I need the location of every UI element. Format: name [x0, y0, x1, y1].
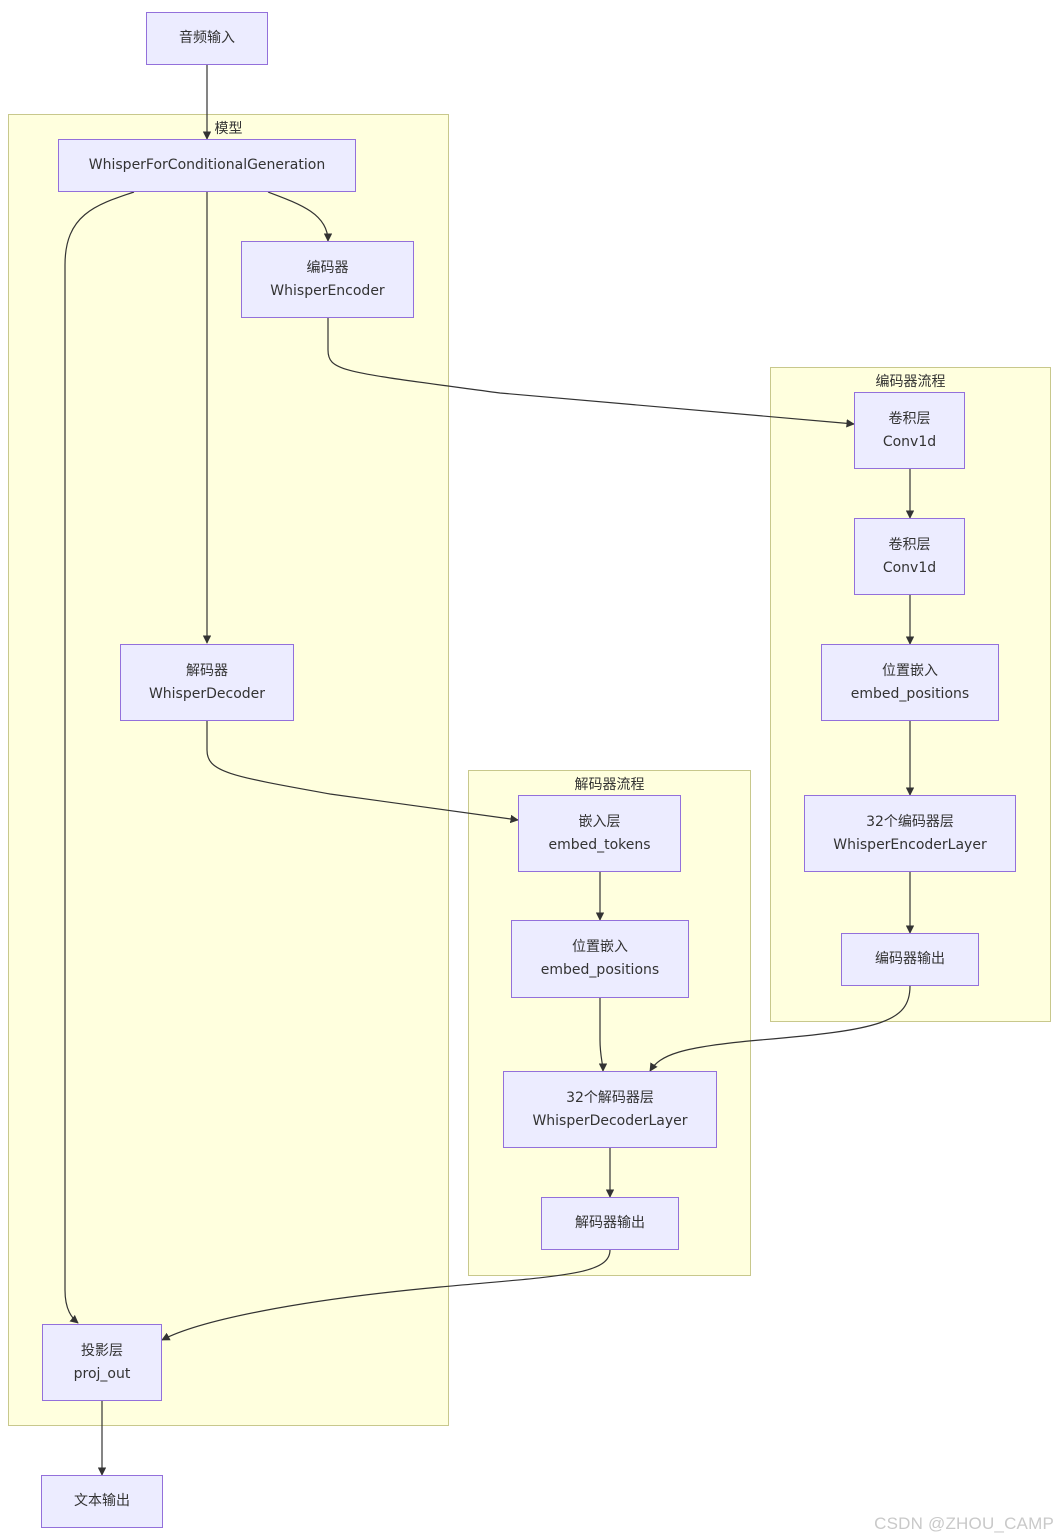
node-enc-output-label: 编码器输出: [875, 951, 945, 967]
edge-enc-output-to-dec-layers: [649, 985, 911, 1072]
node-enc-conv1[interactable]: 卷积层 Conv1d: [854, 392, 965, 469]
edge-dec-pos-to-dec-layers: [598, 998, 608, 1072]
edge-dec-output-to-proj-out: [161, 1249, 611, 1341]
node-enc-conv2-line2: Conv1d: [882, 559, 937, 576]
node-dec-embed-line1: 嵌入层: [578, 813, 621, 830]
node-dec-output[interactable]: 解码器输出: [541, 1197, 679, 1250]
node-enc-layers-line2: WhisperEncoderLayer: [833, 836, 987, 853]
node-enc-positions-line1: 位置嵌入: [882, 662, 938, 679]
edge-whisper-cg-to-encoder: [267, 191, 333, 242]
node-text-output[interactable]: 文本输出: [41, 1475, 163, 1528]
node-dec-layers[interactable]: 32个解码器层 WhisperDecoderLayer: [503, 1071, 717, 1148]
node-decoder-line1: 解码器: [186, 662, 228, 679]
edge-encoder-to-enc-conv1: [327, 318, 855, 428]
node-enc-conv2[interactable]: 卷积层 Conv1d: [854, 518, 965, 595]
node-proj-out[interactable]: 投影层 proj_out: [42, 1324, 162, 1401]
cluster-label-model: 模型: [214, 121, 243, 137]
node-enc-positions[interactable]: 位置嵌入 embed_positions: [821, 644, 999, 721]
node-decoder-line2: WhisperDecoder: [148, 685, 266, 702]
node-whisper-cg-label: WhisperForConditionalGeneration: [88, 157, 326, 173]
node-enc-layers-line1: 32个编码器层: [866, 813, 954, 830]
node-dec-layers-line1: 32个解码器层: [566, 1089, 654, 1106]
node-encoder-line2: WhisperEncoder: [270, 282, 385, 299]
node-dec-positions[interactable]: 位置嵌入 embed_positions: [511, 920, 689, 998]
edge-whisper-cg-to-proj-out: [64, 191, 135, 1324]
node-enc-conv1-line2: Conv1d: [882, 433, 937, 450]
node-dec-embed-tokens[interactable]: 嵌入层 embed_tokens: [518, 795, 681, 872]
node-dec-output-label: 解码器输出: [575, 1215, 645, 1231]
node-proj-out-line1: 投影层: [81, 1342, 123, 1359]
cluster-model: 模型: [8, 114, 449, 1426]
node-whisper-for-conditional-generation[interactable]: WhisperForConditionalGeneration: [58, 139, 356, 192]
node-enc-layers[interactable]: 32个编码器层 WhisperEncoderLayer: [804, 795, 1016, 872]
node-audio-input-label: 音频输入: [179, 30, 235, 46]
node-enc-conv1-line1: 卷积层: [888, 410, 931, 427]
node-text-output-label: 文本输出: [74, 1493, 130, 1509]
node-dec-positions-line1: 位置嵌入: [572, 939, 628, 955]
node-enc-conv2-line1: 卷积层: [888, 536, 931, 553]
node-proj-out-line2: proj_out: [73, 1365, 131, 1382]
node-audio-input[interactable]: 音频输入: [146, 12, 268, 65]
node-dec-embed-line2: embed_tokens: [548, 836, 651, 853]
node-dec-positions-line2: embed_positions: [540, 962, 660, 978]
node-decoder[interactable]: 解码器 WhisperDecoder: [120, 644, 294, 721]
node-encoder-line1: 编码器: [306, 259, 349, 276]
cluster-label-decoder-flow: 解码器流程: [574, 777, 645, 793]
edge-decoder-to-dec-embed: [206, 721, 519, 824]
watermark-text: CSDN @ZHOU_CAMP: [874, 1514, 1054, 1533]
cluster-label-encoder-flow: 编码器流程: [875, 374, 946, 390]
node-enc-positions-line2: embed_positions: [850, 685, 970, 702]
node-encoder[interactable]: 编码器 WhisperEncoder: [241, 241, 414, 318]
node-dec-layers-line2: WhisperDecoderLayer: [532, 1112, 688, 1129]
node-enc-output[interactable]: 编码器输出: [841, 933, 979, 986]
